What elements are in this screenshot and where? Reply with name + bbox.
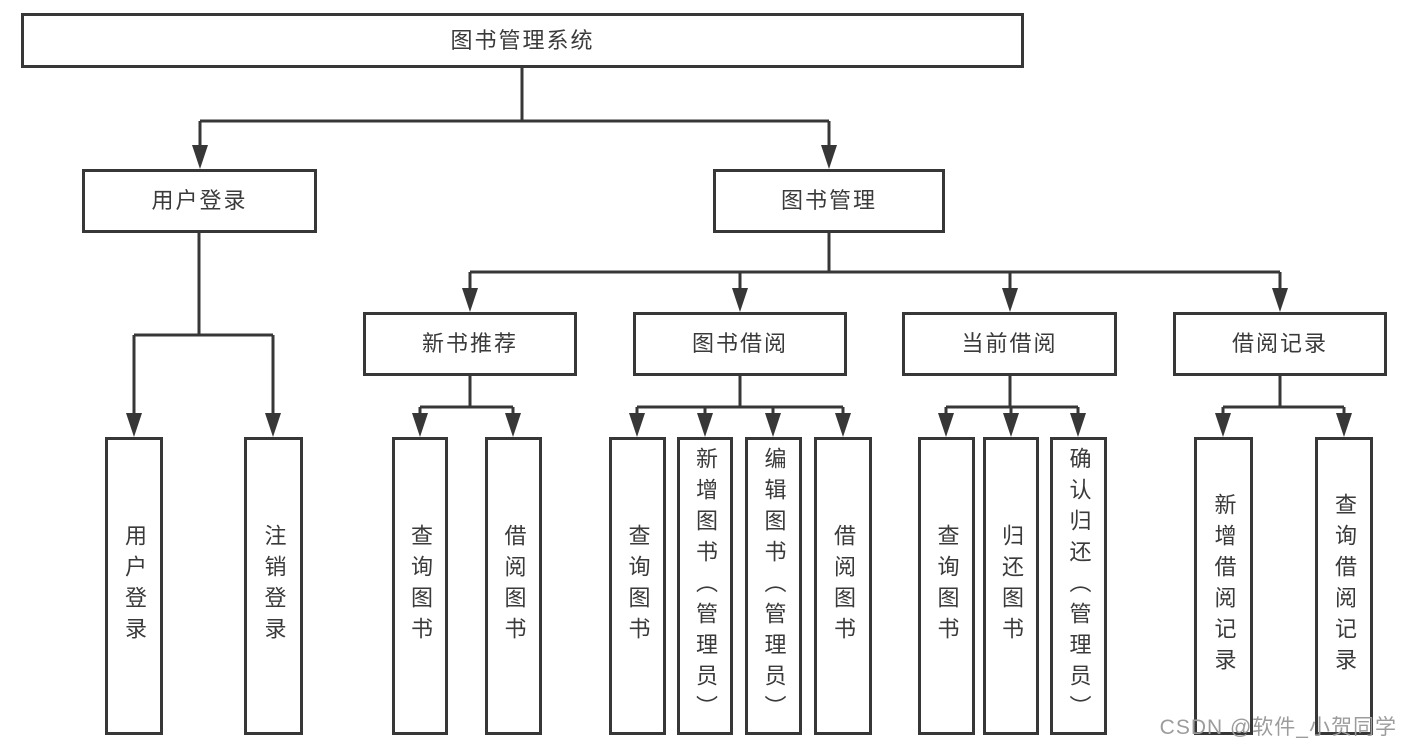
node-label: 新书推荐	[421, 331, 518, 356]
leaf-label: 用户登录	[122, 524, 147, 648]
csdn-watermark: CSDN @软件_小贺同学	[1159, 716, 1397, 739]
node-new-book-recommend: 新书推荐	[363, 312, 577, 376]
node-current-borrowing: 当前借阅	[902, 312, 1117, 376]
leaf-borrow-books-1: 借阅图书	[485, 437, 542, 735]
leaf-query-books-2: 查询图书	[609, 437, 666, 735]
leaf-label: 查询图书	[934, 524, 960, 648]
leaf-label: 借阅图书	[501, 524, 527, 648]
connectors-current-to-leaves	[938, 376, 1086, 437]
connectors-newbook-to-leaves	[412, 376, 521, 437]
leaf-add-borrow-record: 新增借阅记录	[1194, 437, 1253, 735]
connectors-management-to-level3	[462, 233, 1288, 312]
connectors-borrow-to-leaves	[629, 376, 851, 437]
leaf-label: 归还图书	[999, 524, 1024, 648]
leaf-user-login: 用户登录	[105, 437, 163, 735]
node-root-system: 图书管理系统	[21, 13, 1024, 68]
leaf-add-books-admin: 新增图书（管理员）	[677, 437, 733, 735]
node-label: 用户登录	[151, 188, 248, 213]
node-user-login: 用户登录	[82, 169, 317, 233]
node-book-borrowing: 图书借阅	[633, 312, 847, 376]
node-borrowing-records: 借阅记录	[1173, 312, 1387, 376]
leaf-edit-books-admin: 编辑图书（管理员）	[745, 437, 802, 735]
leaf-label: 查询借阅记录	[1332, 493, 1357, 679]
node-label: 借阅记录	[1231, 331, 1328, 356]
leaf-label: 查询图书	[625, 524, 651, 648]
leaf-confirm-return-admin: 确认归还（管理员）	[1050, 437, 1107, 735]
leaf-label: 查询图书	[408, 524, 433, 648]
leaf-return-books: 归还图书	[983, 437, 1039, 735]
leaf-query-borrow-record: 查询借阅记录	[1315, 437, 1373, 735]
node-book-management: 图书管理	[713, 169, 945, 233]
leaf-label: 新增图书（管理员）	[693, 446, 718, 726]
leaf-label: 新增借阅记录	[1211, 493, 1237, 679]
leaf-label: 注销登录	[261, 524, 287, 648]
node-label: 图书管理系统	[450, 27, 595, 53]
node-label: 当前借阅	[961, 331, 1058, 356]
connectors-login-to-leaves	[126, 233, 281, 437]
leaf-label: 借阅图书	[831, 524, 856, 648]
leaf-borrow-books-2: 借阅图书	[814, 437, 872, 735]
leaf-query-books-1: 查询图书	[392, 437, 448, 735]
leaf-logout: 注销登录	[244, 437, 303, 735]
leaf-query-books-3: 查询图书	[918, 437, 975, 735]
connectors-root-to-level2	[192, 68, 837, 169]
leaf-label: 确认归还（管理员）	[1066, 446, 1092, 726]
connectors-record-to-leaves	[1215, 376, 1352, 437]
node-label: 图书借阅	[691, 331, 788, 356]
node-label: 图书管理	[780, 188, 877, 213]
leaf-label: 编辑图书（管理员）	[761, 446, 787, 726]
